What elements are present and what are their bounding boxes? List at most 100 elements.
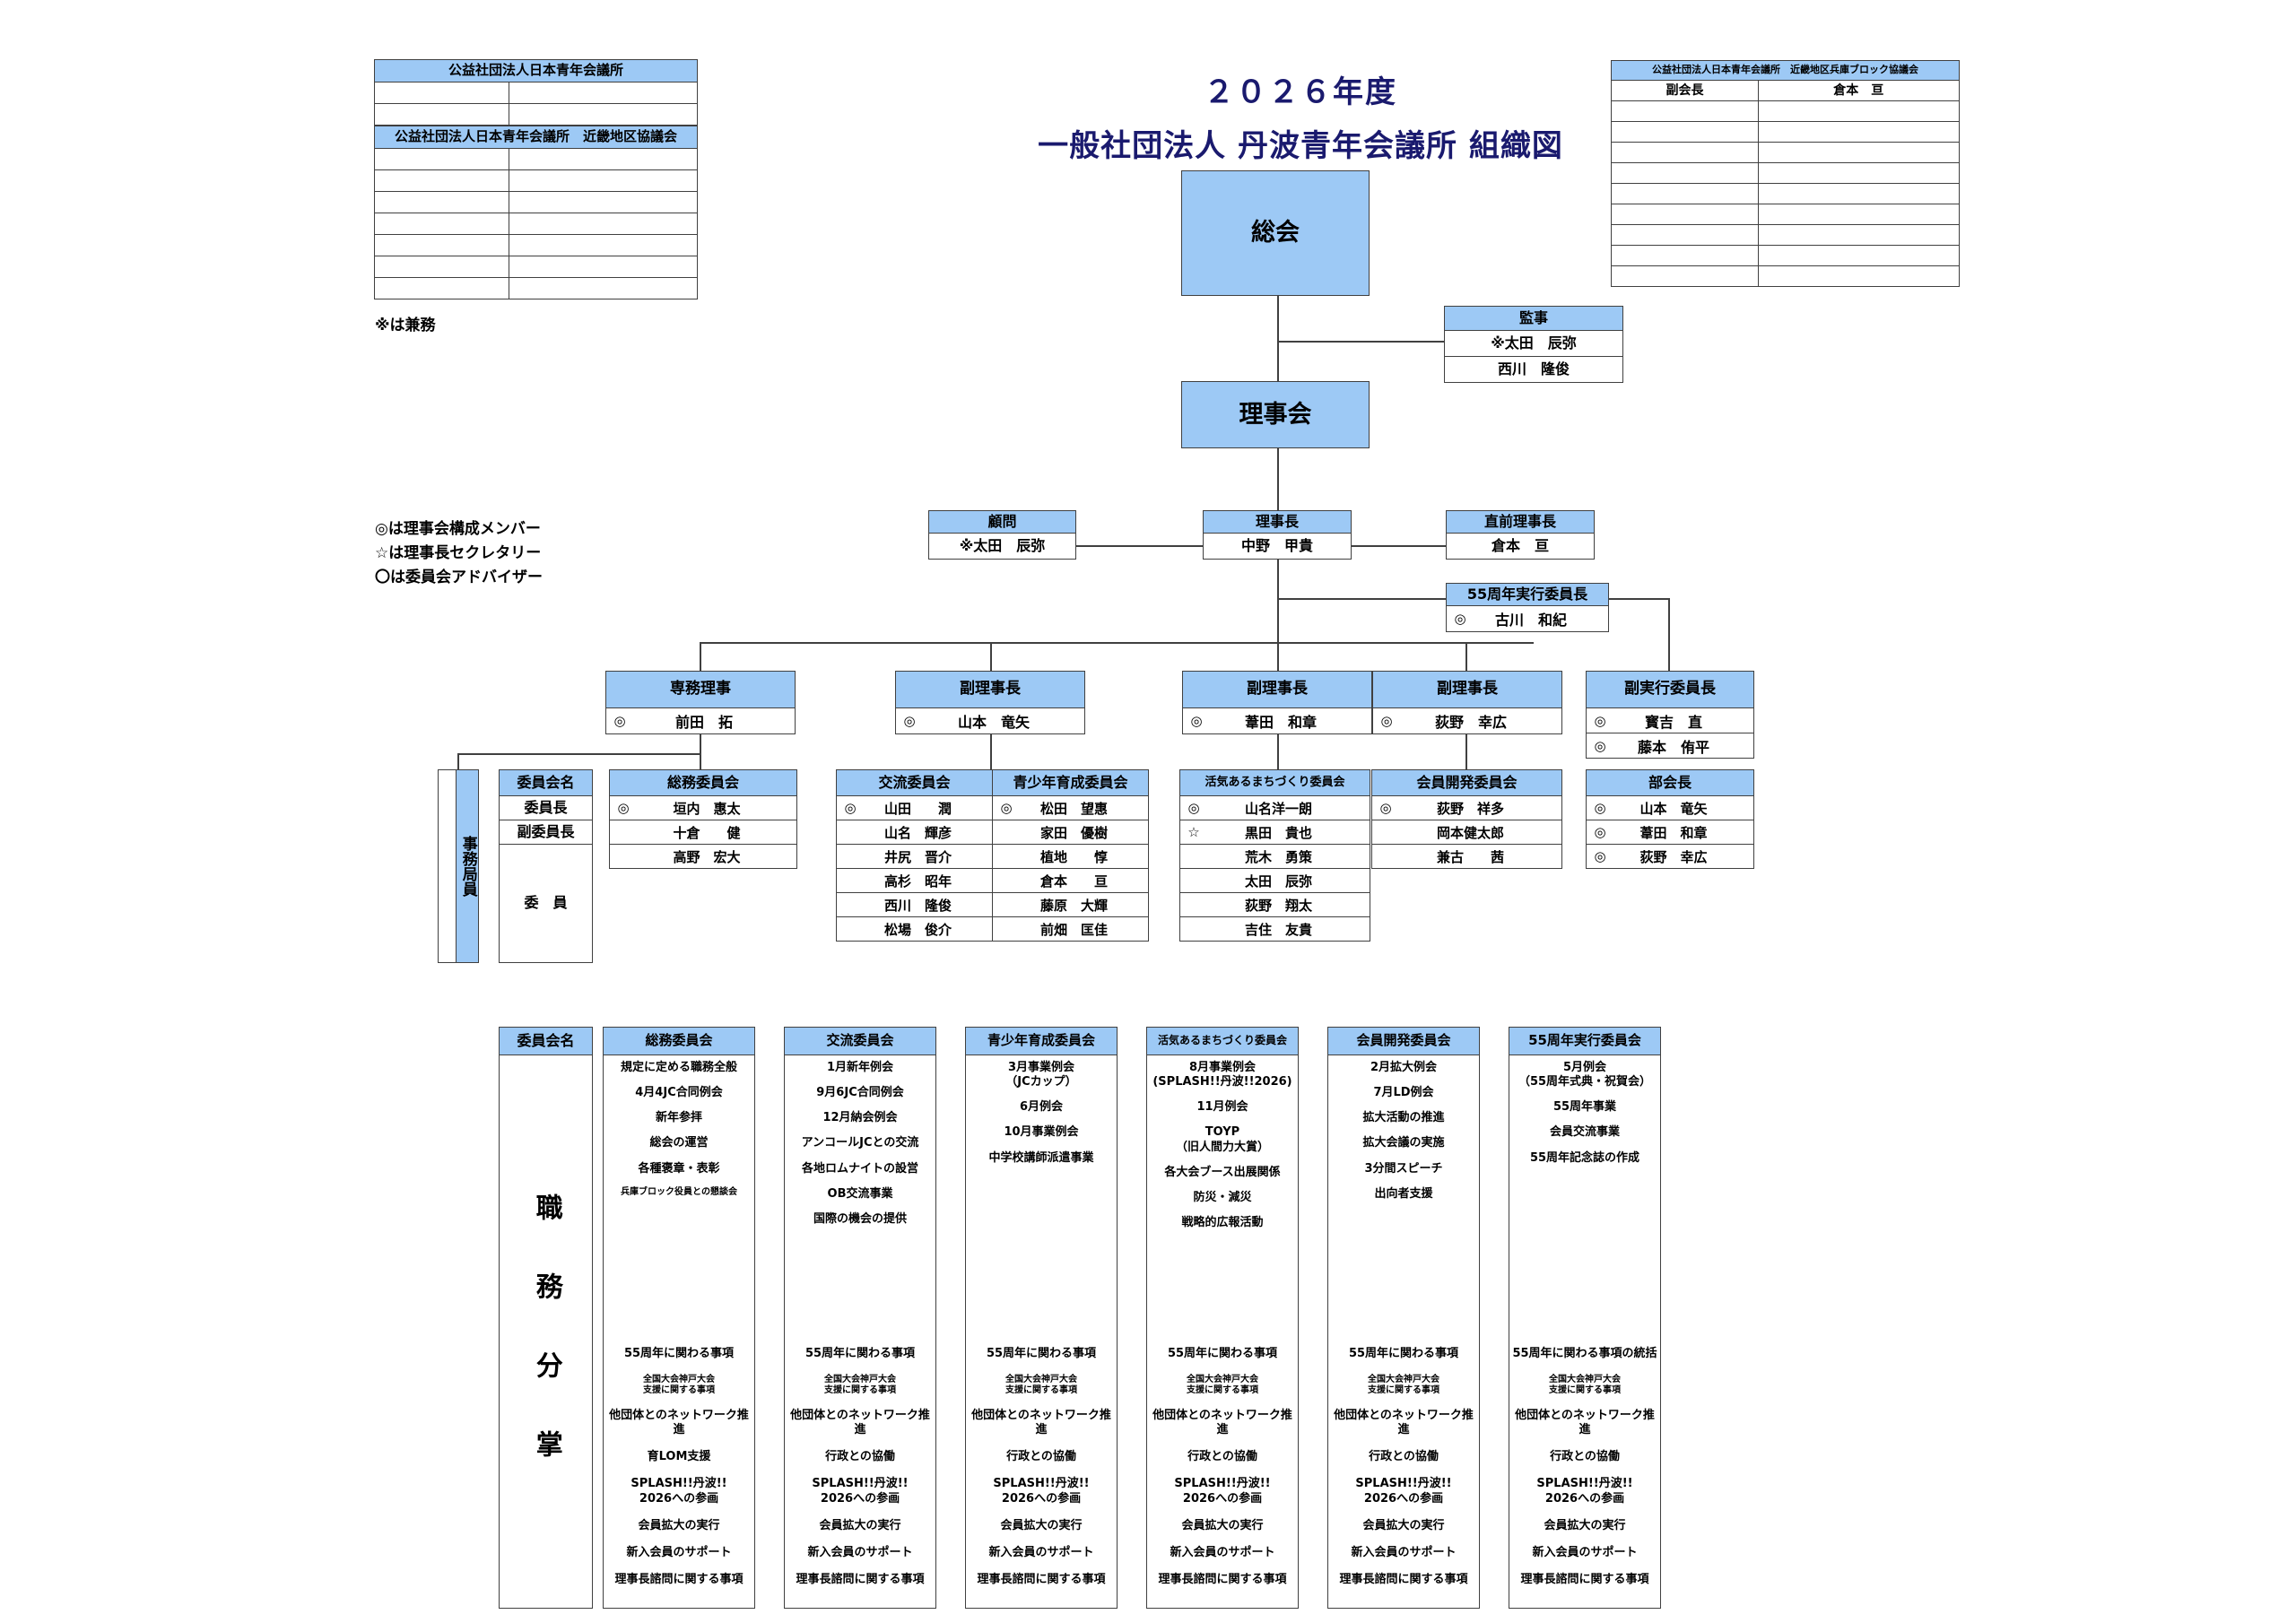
box-fuku1-header: 副理事長: [895, 671, 1085, 708]
top-left-b2-name-2: [508, 191, 698, 213]
duty-item: 新入会員のサポート: [988, 1546, 1094, 1559]
top-right-role-5: [1611, 183, 1759, 204]
committee-member-row: 家田 優樹: [992, 820, 1149, 845]
member-mark-icon: ◎: [844, 800, 857, 816]
connector-anniv-chair: [1277, 598, 1446, 600]
member-name-text: 植地 惇: [1039, 848, 1108, 865]
duty-common-group: 55周年に関わる事項全国大会神戸大会 支援に関する事項他団体とのネットワーク推進…: [604, 1347, 754, 1607]
duty-item: 拡大会議の実施: [1362, 1136, 1445, 1150]
duty-item: アンコールJCとの交流: [801, 1136, 919, 1150]
top-left-b2-name-3: [508, 213, 698, 235]
member-mark-icon: ◎: [1594, 848, 1606, 864]
duty-item: 理事長諮問に関する事項: [614, 1573, 744, 1587]
top-right-name-5: [1757, 183, 1960, 204]
duty-col-header-4: 会員開発委員会: [1327, 1027, 1480, 1055]
box-fuku-exec-member-1: ◎ 藤本 侑平: [1586, 733, 1754, 759]
top-right-name-1: [1757, 100, 1960, 122]
top-right-name-2: [1757, 121, 1960, 143]
member-name-text: 太田 辰弥: [1244, 872, 1312, 890]
duty-item: 行政との協働: [1006, 1450, 1076, 1463]
duty-item: 他団体とのネットワーク推進: [790, 1408, 930, 1436]
duty-item: 戦略的広報活動: [1181, 1216, 1264, 1230]
duty-item: 会員拡大の実行: [638, 1518, 720, 1532]
duty-item: 他団体とのネットワーク推進: [1515, 1408, 1655, 1436]
duty-item: 55周年事業: [1552, 1100, 1617, 1114]
anniv-chair-name-text: 古川 和紀: [1494, 612, 1567, 629]
duty-common-group: 55周年に関わる事項全国大会神戸大会 支援に関する事項他団体とのネットワーク推進…: [966, 1347, 1117, 1607]
top-left-header-2: 公益社団法人日本青年会議所 近畿地区協議会: [374, 126, 698, 149]
member-mark-icon: ◎: [1594, 800, 1606, 816]
page-title-main: 一般社団法人 丹波青年会議所 組織図: [1038, 128, 1563, 164]
box-chokuzen-header: 直前理事長: [1446, 510, 1595, 534]
connector-senmu-to-jimukyoku: [457, 753, 459, 771]
duty-item: 6月例会: [1019, 1100, 1064, 1114]
duty-item: OB交流事業: [827, 1186, 893, 1201]
member-name-text: 藤原 大輝: [1039, 897, 1108, 914]
box-chokuzen-name: 倉本 亘: [1446, 533, 1595, 560]
box-rijikai: 理事会: [1181, 381, 1370, 448]
committee-header-0: 総務委員会: [609, 769, 797, 796]
member-name-text: 荻野 翔太: [1244, 897, 1312, 914]
duty-item: 各大会ブース出展関係: [1164, 1165, 1281, 1179]
duty-item: 会員拡大の実行: [819, 1518, 901, 1532]
fuku-exec-name-text: 寳吉 直: [1644, 713, 1702, 731]
duty-common-group: 55周年に関わる事項の統括全国大会神戸大会 支援に関する事項他団体とのネットワー…: [1509, 1347, 1660, 1607]
duty-item: 他団体とのネットワーク推進: [1152, 1408, 1292, 1436]
box-fuku1-name: ◎ 山本 竜矢: [895, 707, 1085, 734]
member-mark-icon: ◎: [1000, 800, 1013, 816]
box-soukai: 総会: [1181, 170, 1370, 296]
duty-item: 全国大会神戸大会 支援に関する事項: [1005, 1374, 1077, 1396]
duty-item: 行政との協働: [1550, 1450, 1620, 1463]
connector-fuku2-up: [1277, 642, 1279, 683]
top-left-b2-role-4: [374, 234, 509, 256]
connector-fuku2-down: [1277, 733, 1279, 770]
duty-item: 全国大会神戸大会 支援に関する事項: [643, 1374, 715, 1396]
duty-item: 3月事業例会 （JCカップ）: [1005, 1060, 1077, 1089]
top-left-b1-name-1: [508, 103, 698, 126]
member-name-text: 家田 優樹: [1039, 824, 1108, 841]
top-right-name-4: [1757, 162, 1960, 184]
duty-common-group: 55周年に関わる事項全国大会神戸大会 支援に関する事項他団体とのネットワーク推進…: [785, 1347, 935, 1607]
top-left-b2-role-3: [374, 213, 509, 235]
connector-soukai-kanji: [1277, 341, 1446, 343]
duty-item: 各地ロムナイトの設営: [801, 1161, 918, 1176]
duty-item: 新年参拝: [655, 1111, 702, 1124]
duty-item: TOYP （旧人間力大賞）: [1175, 1125, 1269, 1154]
duty-item: 行政との協働: [825, 1450, 895, 1463]
fuku-exec-name-text: 藤本 侑平: [1637, 738, 1709, 756]
duty-item: 行政との協働: [1187, 1450, 1257, 1463]
committee-member-row: 藤原 大輝: [992, 892, 1149, 917]
box-fuku2-name: ◎ 葦田 和章: [1182, 707, 1372, 734]
top-left-b2-name-4: [508, 234, 698, 256]
duty-item: 出向者支援: [1374, 1186, 1433, 1201]
member-name-text: 山名洋一朗: [1244, 800, 1312, 817]
box-fuku-exec-member-0: ◎ 寳吉 直: [1586, 707, 1754, 733]
riji-member-mark-icon: ◎: [1594, 737, 1606, 754]
duty-item: 55周年に関わる事項: [623, 1347, 735, 1361]
member-name-text: 荒木 勇策: [1244, 848, 1312, 865]
box-kanji-member-0: ※太田 辰弥: [1444, 330, 1623, 357]
member-name-text: 高野 宏大: [673, 848, 741, 865]
duty-item: 会員交流事業: [1549, 1125, 1620, 1140]
riji-member-mark-icon: ◎: [613, 713, 626, 729]
committee-member-row: 前畑 匡佳: [992, 916, 1149, 942]
top-left-b2-role-0: [374, 148, 509, 170]
connector-rijikai-down: [1277, 447, 1279, 524]
duty-row-label: 職 務 分 掌: [499, 1055, 593, 1609]
duty-item: 理事長諮問に関する事項: [1339, 1573, 1468, 1587]
committee-member-row: ◎山名洋一朗: [1179, 795, 1370, 820]
committee-member-row: ◎垣内 惠太: [609, 795, 797, 820]
bukaicho-member-row: ◎ 荻野 幸広: [1586, 844, 1754, 869]
duty-item: 全国大会神戸大会 支援に関する事項: [1549, 1374, 1621, 1396]
top-right-role-4: [1611, 162, 1759, 184]
duty-col-header-1: 交流委員会: [784, 1027, 936, 1055]
top-right-role-8: [1611, 245, 1759, 266]
member-name-text: 荻野 幸広: [1639, 848, 1708, 865]
top-right-name-8: [1757, 245, 1960, 266]
box-komon-header: 顧問: [928, 510, 1076, 534]
committee-member-row: 兼古 茜: [1371, 844, 1562, 869]
duty-item: 他団体とのネットワーク推進: [971, 1408, 1111, 1436]
